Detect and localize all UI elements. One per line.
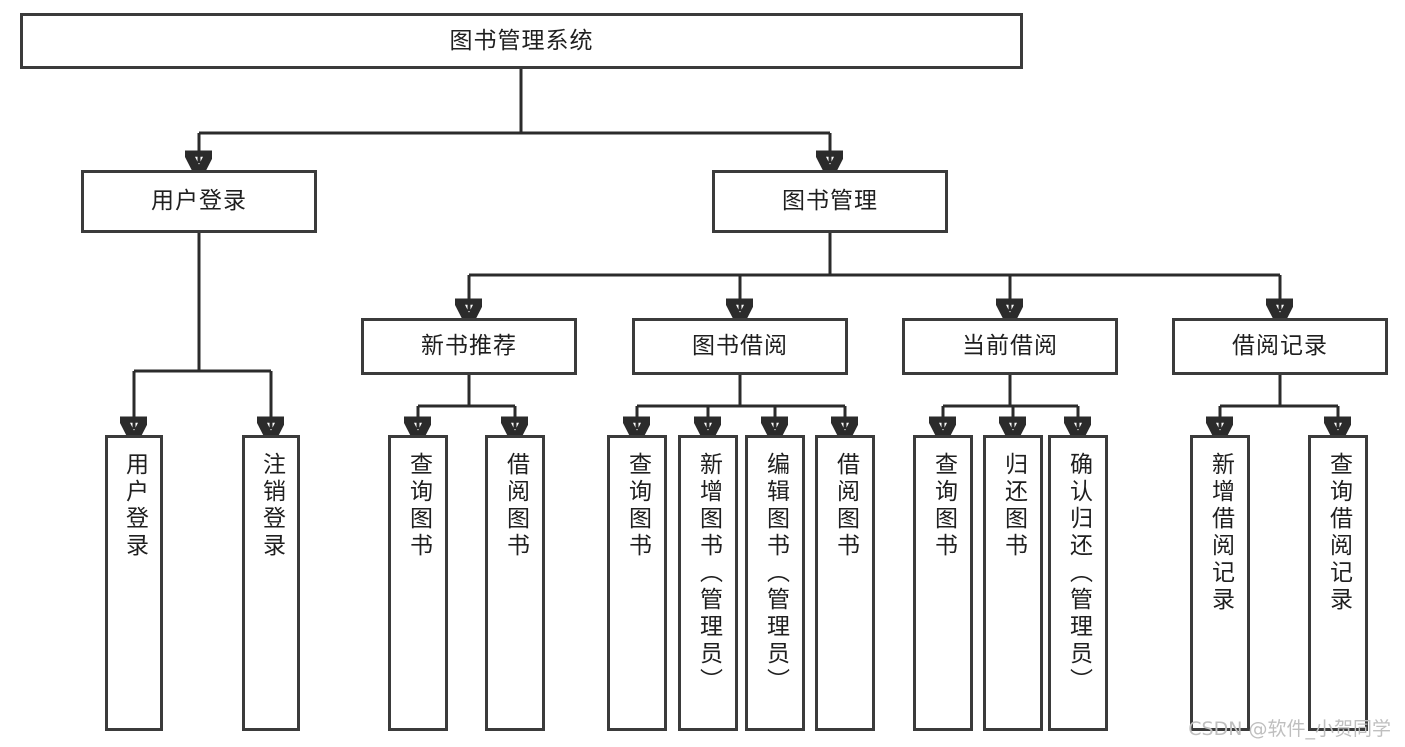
node-label: 新书推荐 — [421, 333, 517, 360]
leaf-logout-login[interactable]: 注销登录 — [242, 435, 300, 731]
node-label: 当前借阅 — [962, 333, 1058, 360]
node-book-borrow[interactable]: 图书借阅 — [632, 318, 848, 375]
node-label: 注销登录 — [258, 452, 285, 560]
node-label: 图书管理 — [782, 188, 878, 215]
leaf-return-book[interactable]: 归还图书 — [983, 435, 1043, 731]
node-label: 查询图书 — [930, 452, 957, 560]
node-root-book-management-system[interactable]: 图书管理系统 — [20, 13, 1023, 69]
node-label: 用户登录 — [151, 188, 247, 215]
node-label: 借阅图书 — [832, 452, 859, 560]
leaf-user-login[interactable]: 用户登录 — [105, 435, 163, 731]
leaf-borrow-book-borrow[interactable]: 借阅图书 — [815, 435, 875, 731]
node-label: 查询图书 — [405, 452, 432, 560]
leaf-add-borrow-record[interactable]: 新增借阅记录 — [1190, 435, 1250, 731]
leaf-edit-book-admin[interactable]: 编辑图书（管理员） — [745, 435, 805, 731]
leaf-query-borrow-record[interactable]: 查询借阅记录 — [1308, 435, 1368, 731]
node-current-borrow[interactable]: 当前借阅 — [902, 318, 1118, 375]
node-user-login[interactable]: 用户登录 — [81, 170, 317, 233]
leaf-query-book-borrow[interactable]: 查询图书 — [607, 435, 667, 731]
node-label: 图书管理系统 — [449, 27, 594, 54]
node-label: 新增借阅记录 — [1207, 452, 1234, 614]
node-label: 查询借阅记录 — [1325, 452, 1352, 614]
node-new-book-recommend[interactable]: 新书推荐 — [361, 318, 577, 375]
node-borrow-record[interactable]: 借阅记录 — [1172, 318, 1388, 375]
node-label: 确认归还（管理员） — [1065, 452, 1092, 695]
node-label: 归还图书 — [1000, 452, 1027, 560]
watermark: CSDN @软件_小贺同学 — [1188, 718, 1391, 740]
leaf-confirm-return-admin[interactable]: 确认归还（管理员） — [1048, 435, 1108, 731]
node-label: 编辑图书（管理员） — [762, 452, 789, 695]
node-label: 图书借阅 — [692, 333, 788, 360]
node-label: 借阅记录 — [1232, 333, 1328, 360]
node-label: 查询图书 — [624, 452, 651, 560]
node-label: 借阅图书 — [502, 452, 529, 560]
leaf-query-book-current[interactable]: 查询图书 — [913, 435, 973, 731]
leaf-borrow-book-new-recommend[interactable]: 借阅图书 — [485, 435, 545, 731]
node-label: 新增图书（管理员） — [695, 452, 722, 695]
leaf-query-book-new-recommend[interactable]: 查询图书 — [388, 435, 448, 731]
node-label: 用户登录 — [121, 452, 148, 560]
leaf-add-book-admin[interactable]: 新增图书（管理员） — [678, 435, 738, 731]
node-book-management[interactable]: 图书管理 — [712, 170, 948, 233]
